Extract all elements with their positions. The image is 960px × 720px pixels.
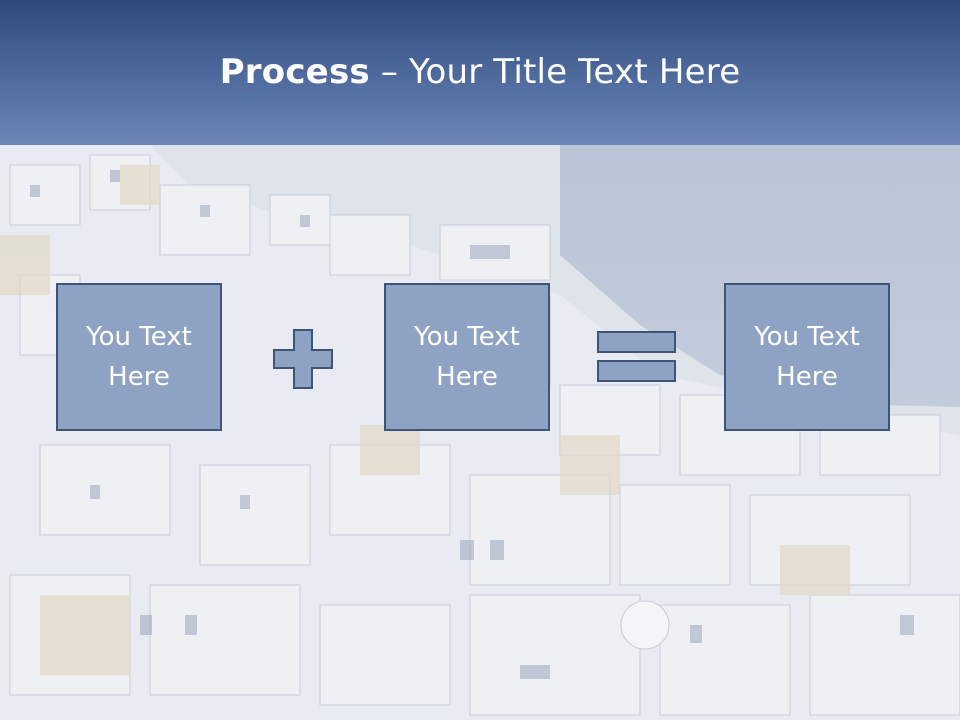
plus-icon <box>273 329 333 389</box>
process-box-2-label: You Text Here <box>414 322 520 392</box>
background-photo <box>0 145 960 720</box>
process-box-1-label: You Text Here <box>86 322 192 392</box>
title-rest: – Your Title Text Here <box>369 52 741 92</box>
process-box-3-label: You Text Here <box>754 322 860 392</box>
equals-icon <box>597 331 676 382</box>
slide-title: Process – Your Title Text Here <box>0 52 960 92</box>
process-box-3[interactable]: You Text Here <box>724 283 890 431</box>
title-bold: Process <box>219 52 370 92</box>
process-box-2[interactable]: You Text Here <box>384 283 550 431</box>
process-box-1[interactable]: You Text Here <box>56 283 222 431</box>
header-band: Process – Your Title Text Here <box>0 0 960 145</box>
